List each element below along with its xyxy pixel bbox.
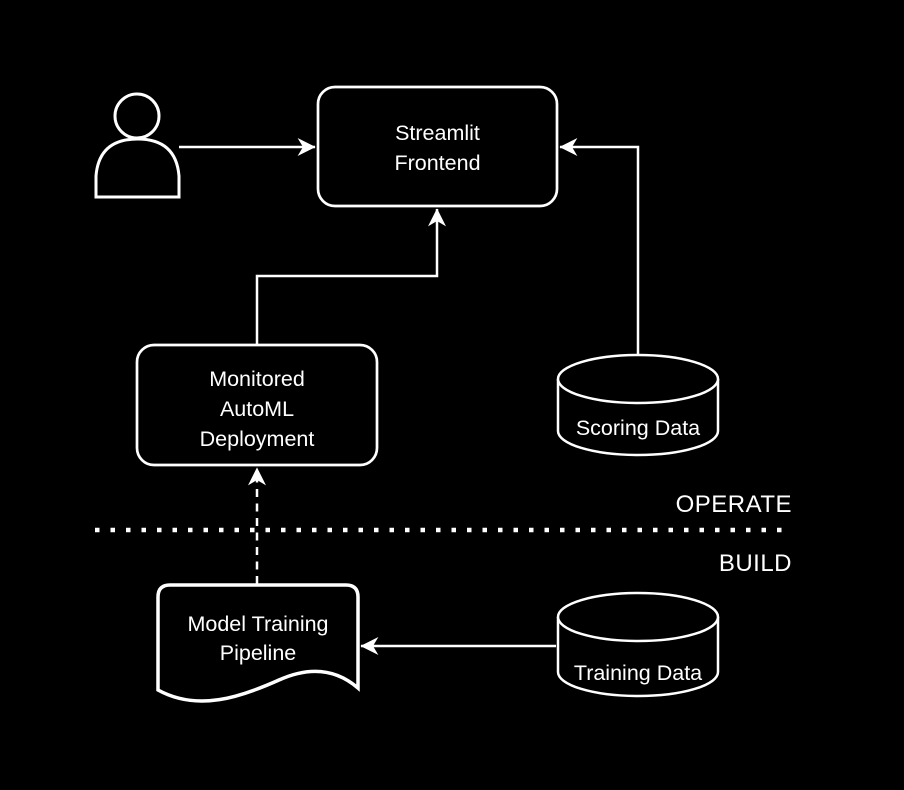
monitored-automl-box — [135, 343, 379, 467]
streamlit-frontend-box — [316, 85, 559, 208]
scoring-data-label: Scoring Data — [576, 416, 700, 440]
node-streamlit-frontend: Streamlit Frontend — [316, 85, 559, 208]
operate-zone-label: OPERATE — [676, 491, 792, 518]
model-training-pipeline-label-line2: Pipeline — [220, 641, 297, 665]
node-monitored-automl-deployment: Monitored AutoML Deployment — [135, 343, 379, 467]
user-icon-body — [94, 137, 181, 199]
streamlit-frontend-label-line2: Frontend — [394, 151, 480, 175]
training-data-label: Training Data — [574, 661, 702, 685]
monitored-automl-label-line3: Deployment — [200, 427, 315, 451]
node-training-data: Training Data — [556, 591, 720, 698]
monitored-automl-label-line1: Monitored — [209, 367, 305, 391]
monitored-automl-label-line2: AutoML — [220, 397, 294, 421]
edge-automl-to-streamlit — [255, 208, 446, 344]
node-scoring-data: Scoring Data — [556, 353, 720, 457]
user-icon — [94, 92, 181, 199]
edges-layer — [179, 138, 640, 655]
model-training-pipeline-label-line1: Model Training — [187, 612, 328, 636]
model-training-pipeline-document — [156, 583, 360, 703]
training-data-cylinder-top — [556, 591, 720, 643]
scoring-data-cylinder-top — [556, 353, 720, 405]
build-zone-label: BUILD — [719, 550, 792, 577]
edge-scoring-data-to-streamlit — [559, 138, 640, 354]
node-model-training-pipeline: Model Training Pipeline — [156, 583, 360, 703]
streamlit-frontend-label-line1: Streamlit — [395, 121, 480, 145]
